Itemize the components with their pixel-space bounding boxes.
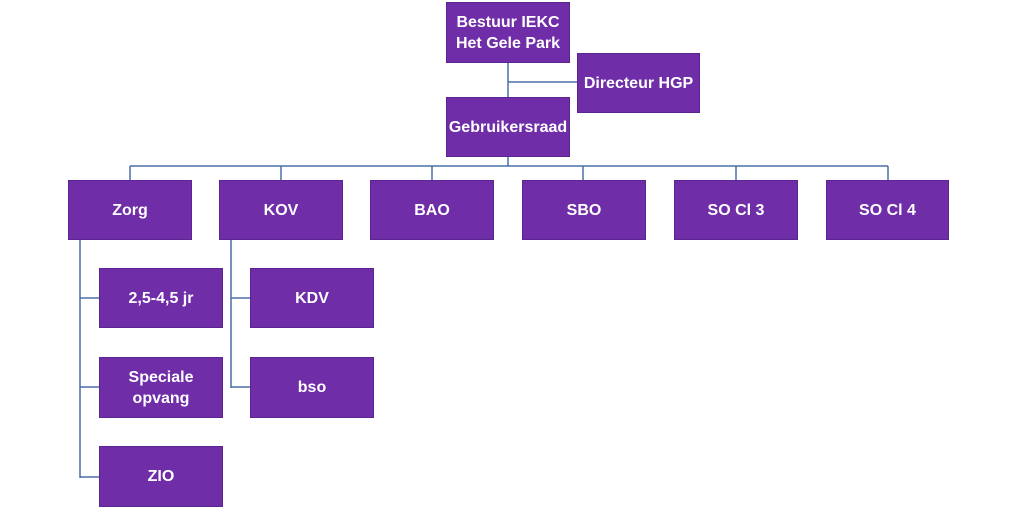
- node-kov: KOV: [219, 180, 343, 240]
- node-speciale-opvang-line2: opvang: [132, 389, 190, 407]
- node-bso: bso: [250, 357, 374, 418]
- node-directeur-label: Directeur HGP: [583, 74, 694, 92]
- node-so-cl4-label: SO Cl 4: [859, 201, 916, 219]
- node-leeftijd: 2,5-4,5 jr: [99, 268, 223, 328]
- node-bestuur: Bestuur IEKC Het Gele Park: [446, 2, 570, 63]
- node-gebruikersraad-label: Gebruikersraad: [448, 118, 568, 136]
- node-sbo-label: SBO: [566, 201, 602, 219]
- node-zio-label: ZIO: [147, 468, 175, 485]
- node-speciale-opvang-line1: Speciale: [128, 368, 194, 386]
- node-gebruikersraad: Gebruikersraad: [446, 97, 570, 157]
- node-bestuur-line2: Het Gele Park: [455, 34, 561, 52]
- node-so-cl4: SO Cl 4: [826, 180, 949, 240]
- node-so-cl3: SO Cl 3: [674, 180, 798, 240]
- node-kdv-label: KDV: [295, 289, 329, 307]
- node-zorg-label: Zorg: [112, 201, 148, 219]
- node-directeur: Directeur HGP: [577, 53, 700, 113]
- node-so-cl3-label: SO Cl 3: [707, 201, 765, 219]
- node-zio: ZIO: [99, 446, 223, 507]
- node-speciale-opvang: Speciale opvang: [99, 357, 223, 418]
- node-sbo: SBO: [522, 180, 646, 240]
- node-bso-label: bso: [297, 379, 327, 396]
- node-kdv: KDV: [250, 268, 374, 328]
- node-leeftijd-label: 2,5-4,5 jr: [128, 289, 194, 307]
- node-bao: BAO: [370, 180, 494, 240]
- node-zorg: Zorg: [68, 180, 192, 240]
- node-bestuur-line1: Bestuur IEKC: [456, 13, 560, 31]
- node-kov-label: KOV: [263, 201, 299, 219]
- node-bao-label: BAO: [414, 201, 450, 219]
